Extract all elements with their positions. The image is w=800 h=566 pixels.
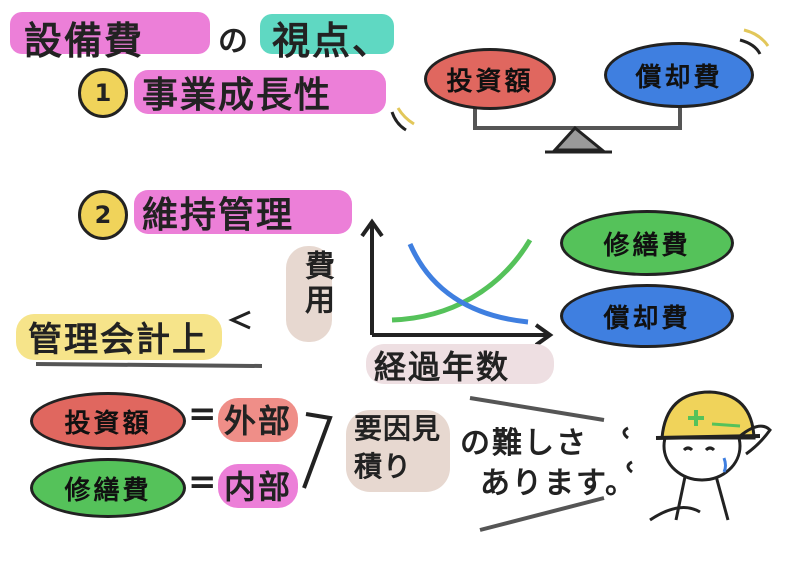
balance-left-investment: 投資額 [424, 48, 556, 110]
graph-ylabel: 費用 [299, 250, 334, 318]
ylabel-highlight [286, 246, 332, 342]
legend-repair-cost: 修繕費 [560, 210, 734, 276]
title-part2: の [218, 24, 250, 59]
factor-text: 要因見積り [354, 412, 442, 483]
legend-depreciation: 償却費 [560, 284, 734, 348]
management-heading: 管理会計上 [28, 320, 208, 360]
row1-investment-oval: 投資額 [30, 392, 186, 450]
depreciation-curve [407, 243, 529, 325]
management-heading-highlight [16, 314, 222, 360]
title-part1: 設備費 [24, 19, 145, 63]
number-badge-1: 1 [78, 68, 128, 118]
title-part3: 視点、 [272, 19, 393, 63]
row1-value-highlight [218, 398, 298, 442]
row2-repair-oval: 修繕費 [30, 458, 186, 518]
difficulty-line1: の難しさ [460, 426, 588, 461]
row1-value-external: 外部 [224, 402, 293, 440]
factor-highlight [346, 410, 450, 492]
row2-value-internal: 内部 [224, 468, 293, 506]
viewpoint1-label: 事業成長性 [142, 75, 333, 116]
viewpoint2-label: 維持管理 [142, 195, 295, 236]
number-badge-2: 2 [78, 190, 128, 240]
xlabel-highlight [366, 344, 554, 384]
row2-equals: = [188, 462, 219, 502]
title-highlight-2 [260, 14, 394, 54]
row1-equals: = [188, 394, 219, 434]
viewpoint1-highlight [134, 70, 386, 114]
balance-right-depreciation: 償却費 [604, 42, 754, 108]
title-highlight-1 [10, 12, 210, 54]
repair-cost-curve [391, 238, 533, 323]
row2-value-highlight [218, 464, 298, 508]
difficulty-line2: あります。 [480, 466, 637, 501]
viewpoint2-highlight [134, 190, 352, 234]
graph-xlabel: 経過年数 [374, 348, 511, 386]
